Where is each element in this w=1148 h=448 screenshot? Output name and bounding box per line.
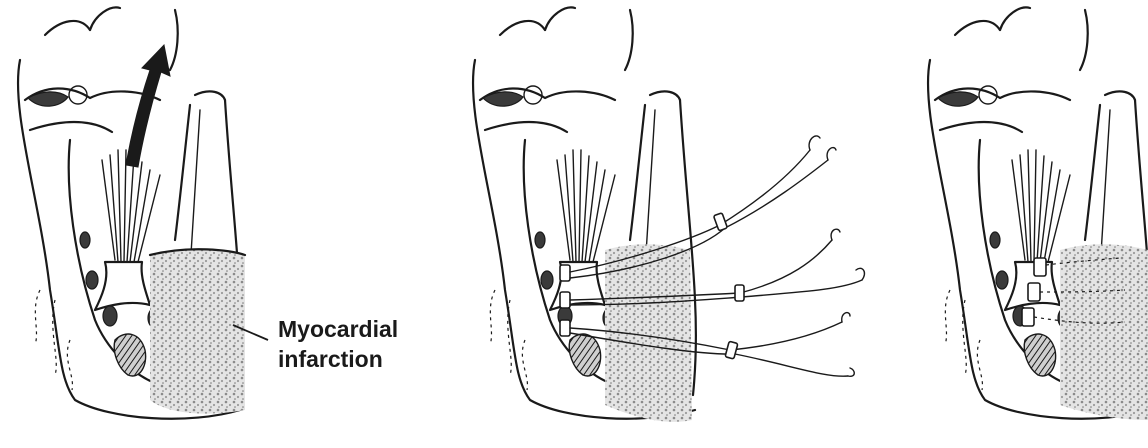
suture-clip xyxy=(735,285,744,301)
pledget xyxy=(1028,283,1040,301)
pledget xyxy=(560,265,570,281)
label-line-1: Myocardial xyxy=(278,314,398,344)
panel-before xyxy=(18,7,268,418)
infarct-region xyxy=(150,249,245,413)
arrow-icon xyxy=(126,45,170,167)
pledget xyxy=(1034,258,1046,276)
infarct-region-3 xyxy=(1060,244,1148,420)
panel-sutures xyxy=(473,7,864,421)
myocardial-infarction-label: Myocardial infarction xyxy=(278,314,398,374)
pledget xyxy=(560,320,570,336)
pledget xyxy=(1022,308,1034,326)
suture-clip xyxy=(714,213,728,231)
panel-after xyxy=(928,7,1148,420)
pledget xyxy=(560,292,570,308)
suture-clip xyxy=(725,341,738,359)
label-line-2: infarction xyxy=(278,344,398,374)
